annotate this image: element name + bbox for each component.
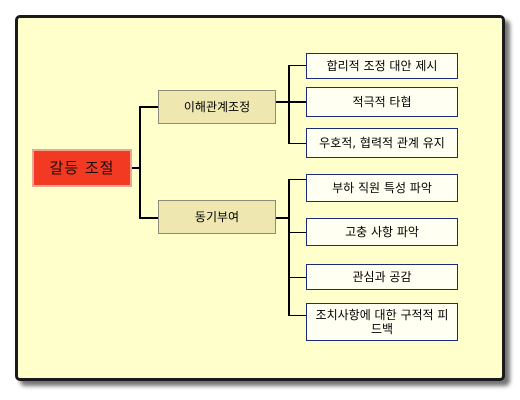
branch-b-bracket [288,179,290,315]
leaf-node: 조치사항에 대한 구적적 피드백 [306,303,458,341]
leaf-4-connector [288,232,306,233]
leaf-node: 적극적 타협 [306,87,458,117]
root-bracket [139,106,141,219]
leaf-1-connector [276,101,306,103]
branch-node-motivation: 동기부여 [158,200,276,234]
branch-a-connector [139,106,158,108]
leaf-3-connector [288,179,306,180]
branch-node-interest-coordination: 이해관계조정 [158,90,276,124]
root-node: 갈등 조절 [32,149,132,187]
leaf-node: 우호적, 협력적 관계 유지 [306,128,458,158]
leaf-node: 합리적 조정 대안 제시 [306,53,458,79]
leaf-2-connector [288,143,306,144]
leaf-node: 고충 사항 파악 [306,218,458,246]
leaf-node: 부하 직원 특성 파악 [306,174,458,202]
branch-a-bracket [288,65,290,144]
leaf-node: 관심과 공감 [306,264,458,290]
branch-b-out-connector [276,217,290,219]
leaf-0-connector [288,65,306,66]
leaf-6-connector [288,315,306,316]
branch-b-connector [139,217,158,219]
root-connector [132,167,141,169]
leaf-5-connector [288,277,306,278]
